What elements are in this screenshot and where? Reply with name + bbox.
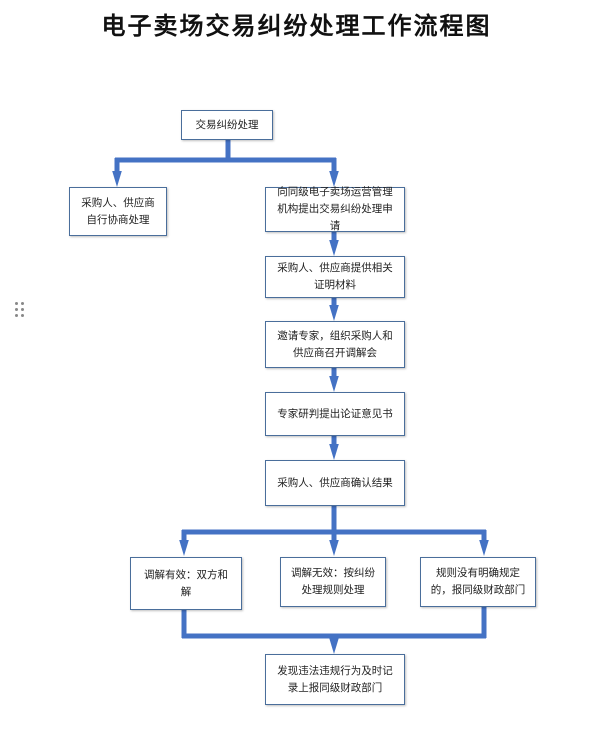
page-title: 电子卖场交易纠纷处理工作流程图	[101, 11, 492, 40]
node-no-rule: 规则没有明确规定的，报同级财政部门	[420, 557, 536, 607]
node-provide-materials: 采购人、供应商提供相关证明材料	[265, 256, 405, 298]
node-apply: 向同级电子卖场运营管理机构提出交易纠纷处理申请	[265, 186, 405, 232]
drag-handle-icon[interactable]	[15, 302, 25, 318]
node-mediation-invalid: 调解无效：按纠纷处理规则处理	[280, 557, 386, 607]
node-confirm-result: 采购人、供应商确认结果	[265, 460, 405, 506]
node-invite-experts: 邀请专家，组织采购人和供应商召开调解会	[265, 321, 405, 368]
node-mediation-effective: 调解有效：双方和解	[130, 557, 242, 610]
node-self-negotiate: 采购人、供应商自行协商处理	[69, 187, 167, 236]
node-start: 交易纠纷处理	[181, 110, 273, 140]
node-expert-opinion: 专家研判提出论证意见书	[265, 392, 405, 436]
node-report-violation: 发现违法违规行为及时记录上报同级财政部门	[265, 654, 405, 705]
